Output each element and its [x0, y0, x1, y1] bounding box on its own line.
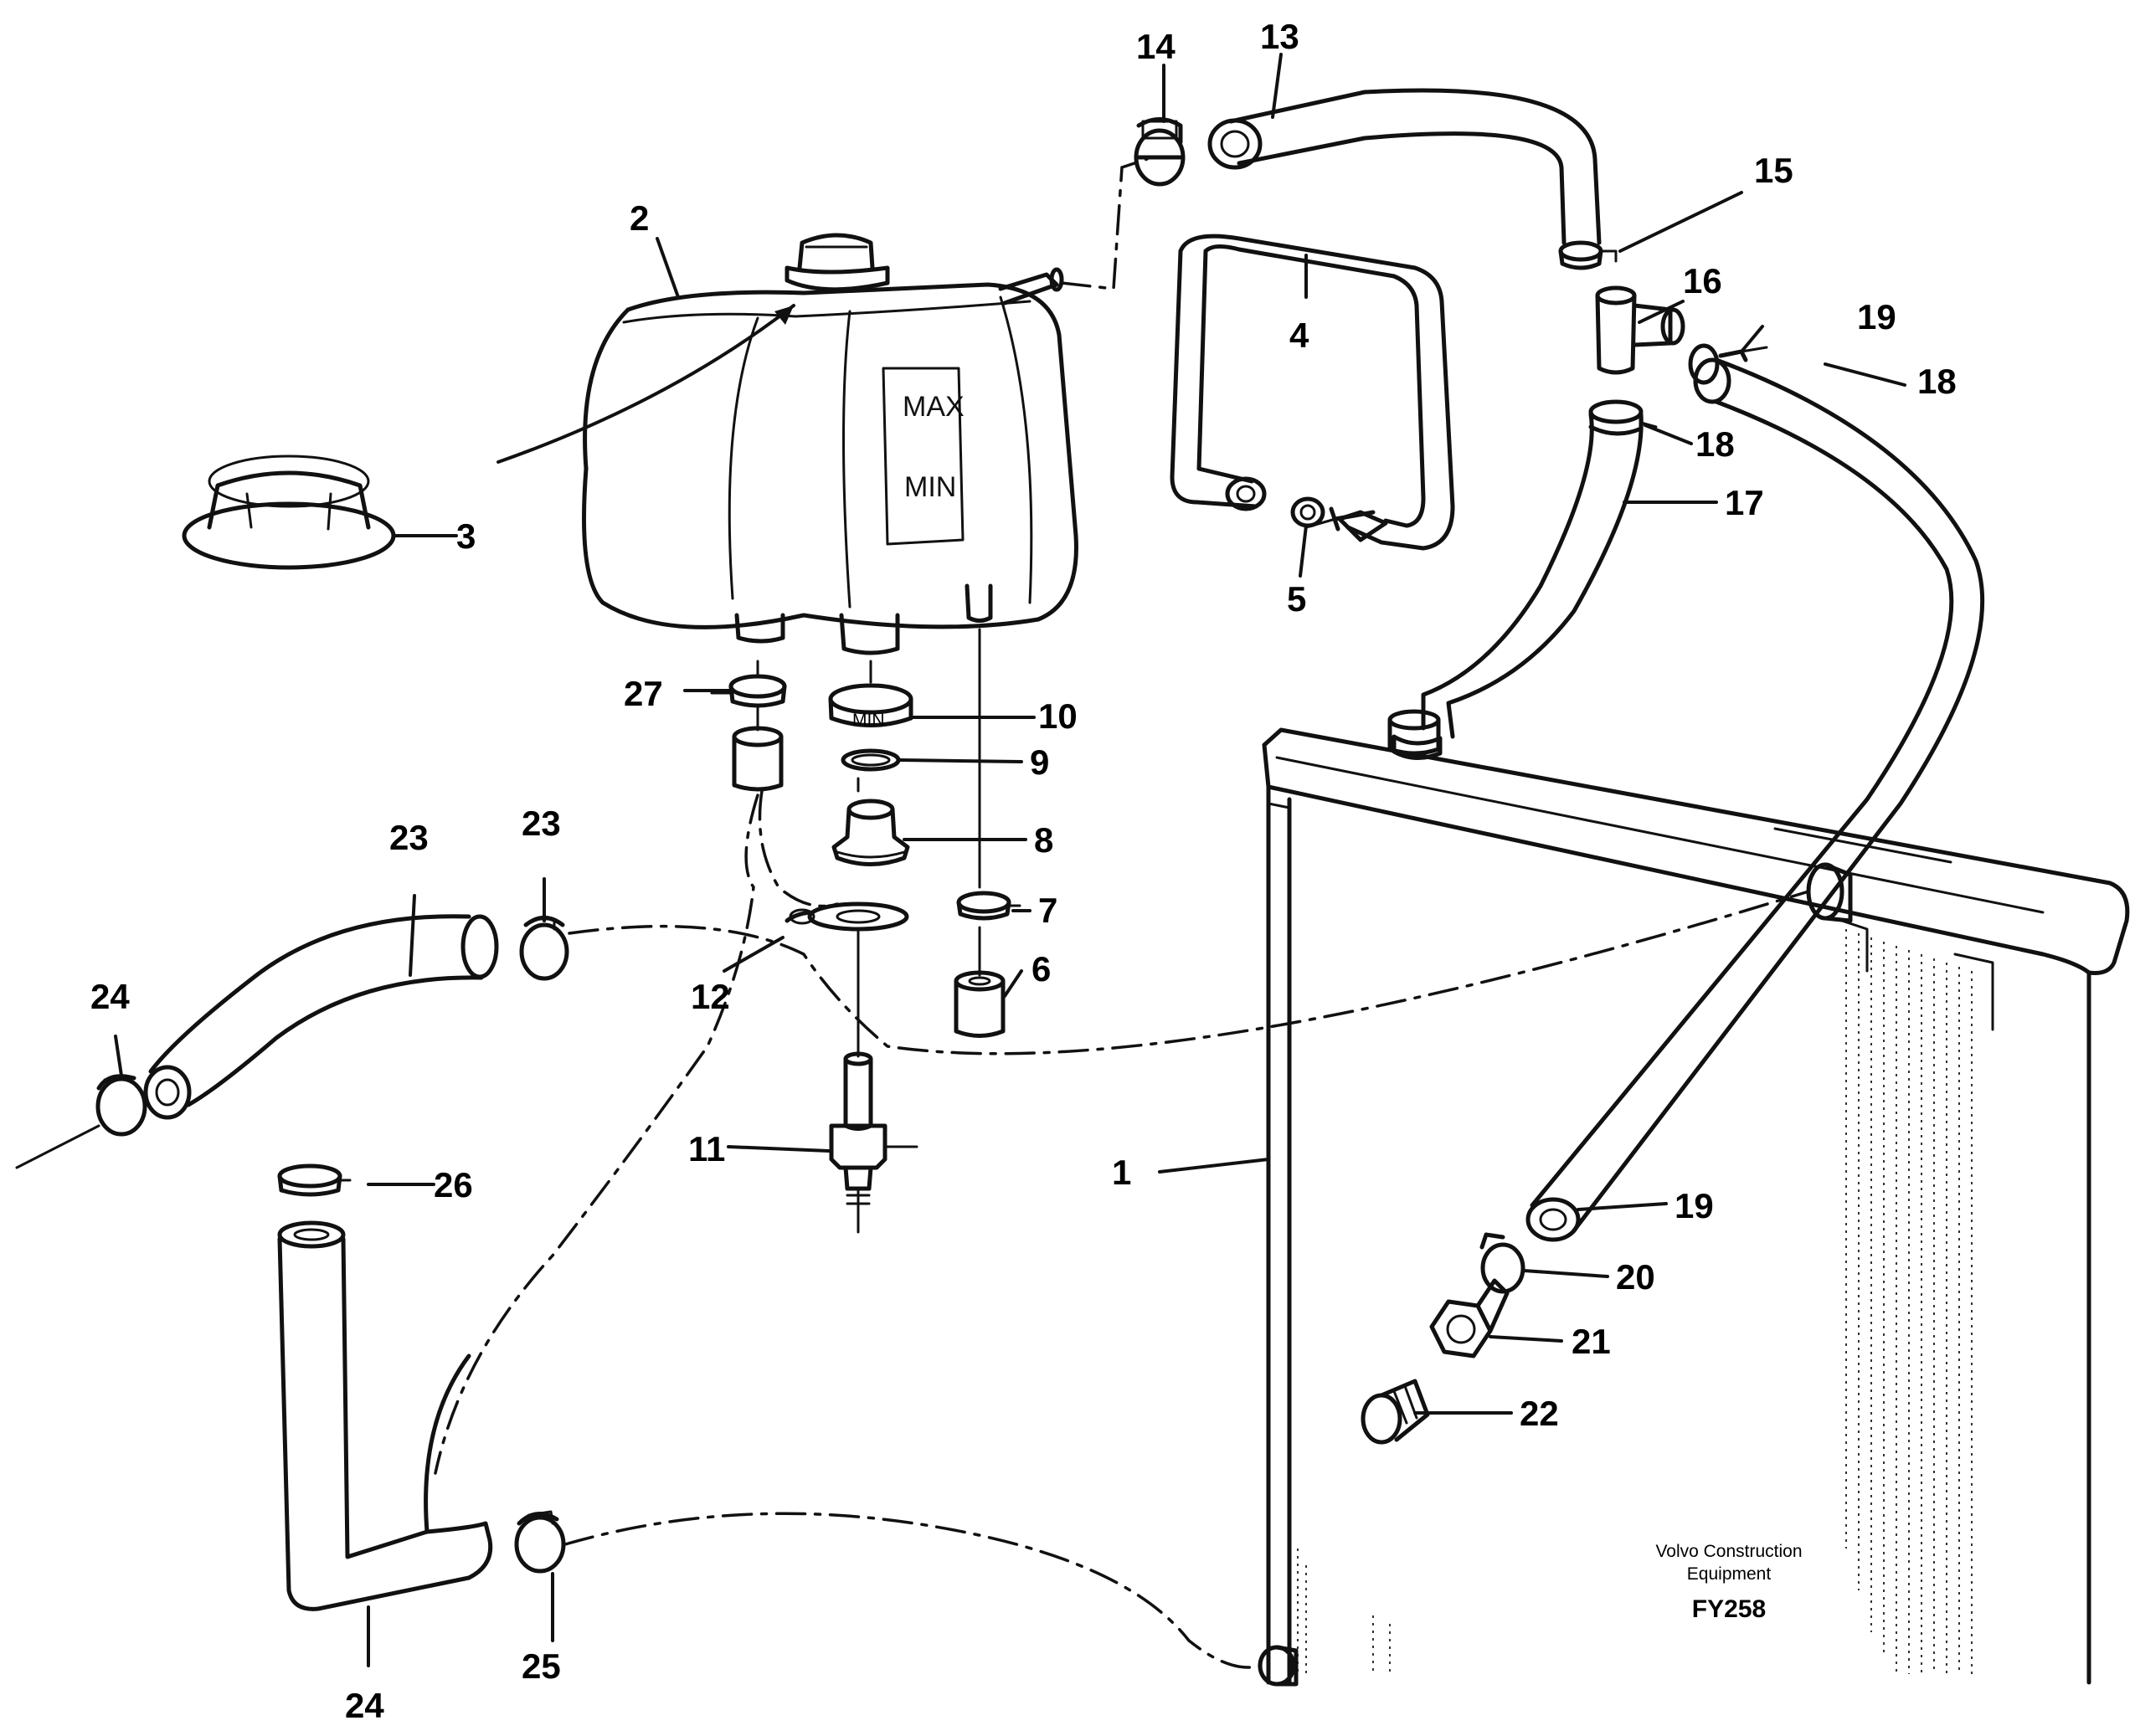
- hose-clamp-10: MIN: [828, 683, 913, 730]
- hose-22: [143, 914, 499, 1120]
- hose-clamp-right: [1558, 240, 1618, 270]
- callout-14-upper: 14: [1136, 27, 1176, 66]
- filler-pointer-arrow: [496, 304, 795, 464]
- callout-11: 11: [688, 1129, 725, 1168]
- callout-3: 3: [456, 516, 476, 556]
- hose-clamp-23-right: [519, 916, 569, 981]
- callout-12: 12: [691, 977, 730, 1016]
- o-ring-9: [841, 748, 901, 772]
- phantom-line-hose-24-radiator: [563, 1512, 1262, 1669]
- washer-12: [785, 901, 909, 932]
- short-hose-6: [954, 970, 1006, 1038]
- callout-7: 7: [1038, 891, 1057, 930]
- hose-clamp-26: [277, 1163, 352, 1197]
- tank-bottom-outlets: [734, 583, 993, 655]
- sensor-adapter-8: [831, 799, 910, 866]
- level-sensor-11: [829, 1051, 918, 1234]
- long-hose: [1525, 357, 1985, 1242]
- radiator: [1258, 709, 2130, 1687]
- callout-5: 5: [1287, 579, 1306, 619]
- short-hose-27: [732, 726, 784, 792]
- callout-18-upper: 18: [1917, 362, 1957, 401]
- phantom-line-tank-to-hose-24: [434, 794, 759, 1475]
- phantom-line-tank-overflow: [1060, 157, 1149, 290]
- callout-2: 2: [630, 198, 649, 238]
- radiator-core-hatching: [1297, 929, 1973, 1674]
- callout-20: 21: [1572, 1322, 1611, 1361]
- hose-clamp-on-radiator: [1392, 734, 1443, 760]
- radiator-top-stub: [1387, 709, 1441, 756]
- center-line-left-end: [15, 1124, 100, 1169]
- hose-clamp-23-left: [95, 1074, 147, 1137]
- drain-nut: [1429, 1278, 1510, 1358]
- callout-18-lower: 19: [1675, 1186, 1714, 1225]
- t-piece: [1595, 285, 1685, 375]
- phantom-line-washer-lead: [758, 789, 839, 908]
- bracket-nut: [1290, 496, 1325, 528]
- leader-lines: [114, 53, 1906, 1667]
- callout-4: 4: [1289, 316, 1309, 355]
- callout-10: 10: [1038, 696, 1078, 736]
- hose-24: [277, 1220, 493, 1611]
- company-name-line2: Equipment: [1687, 1564, 1772, 1584]
- tank-overflow-spout: [998, 267, 1064, 306]
- upper-hose: [1207, 88, 1602, 245]
- hose-clamp-19-lower: [1479, 1232, 1525, 1294]
- callout-25: 25: [522, 1646, 561, 1686]
- clamp-marking: MIN: [852, 711, 885, 730]
- callout-22: 23: [389, 818, 429, 857]
- callout-23-left: 24: [90, 977, 130, 1016]
- callout-19-upper: 19: [1857, 297, 1896, 336]
- callout-21: 22: [1520, 1394, 1559, 1433]
- filler-cap: [182, 455, 396, 570]
- callout-6: 6: [1031, 949, 1051, 989]
- figure-code: FY258: [1692, 1595, 1766, 1623]
- hose-clamp-7: [956, 891, 1021, 921]
- callout-1: 1: [1112, 1153, 1131, 1192]
- tank-min-marking: MIN: [904, 471, 956, 503]
- hose-to-radiator: [1421, 399, 1644, 739]
- callout-17: 18: [1695, 424, 1735, 464]
- bracket-bolt: [1329, 506, 1376, 532]
- callout-labels: 14 13 2 4 3 5 15 16 19 18 18 17 27 10 9 …: [90, 17, 1957, 1725]
- tank-max-marking: MAX: [903, 391, 965, 423]
- filler-pointer-arrowhead: [774, 306, 794, 325]
- tank-filler-neck: [785, 233, 890, 292]
- company-name-line1: Volvo Construction: [1655, 1542, 1802, 1561]
- callout-24: 24: [345, 1686, 384, 1725]
- hose-clamp-25: [514, 1510, 566, 1574]
- phantom-line-hose-22-radiator: [568, 890, 1810, 1055]
- callout-26: 26: [434, 1165, 473, 1204]
- callout-13: 13: [1260, 17, 1299, 56]
- callout-16: 17: [1725, 483, 1764, 522]
- callout-19-lower: 20: [1616, 1257, 1655, 1297]
- callout-15: 16: [1683, 261, 1722, 300]
- expansion-tank: MAX MIN: [496, 233, 1078, 655]
- callout-14-right: 15: [1754, 151, 1793, 190]
- callout-23-right: 23: [522, 804, 561, 843]
- callout-27: 27: [624, 674, 663, 713]
- hose-clamp-19-upper: [1688, 343, 1768, 385]
- callout-8: 8: [1034, 820, 1053, 860]
- drawing-title-block: Volvo Construction Equipment FY258: [1655, 1542, 1802, 1623]
- hose-clamp-upper: [1134, 117, 1186, 187]
- callout-9: 9: [1030, 742, 1049, 782]
